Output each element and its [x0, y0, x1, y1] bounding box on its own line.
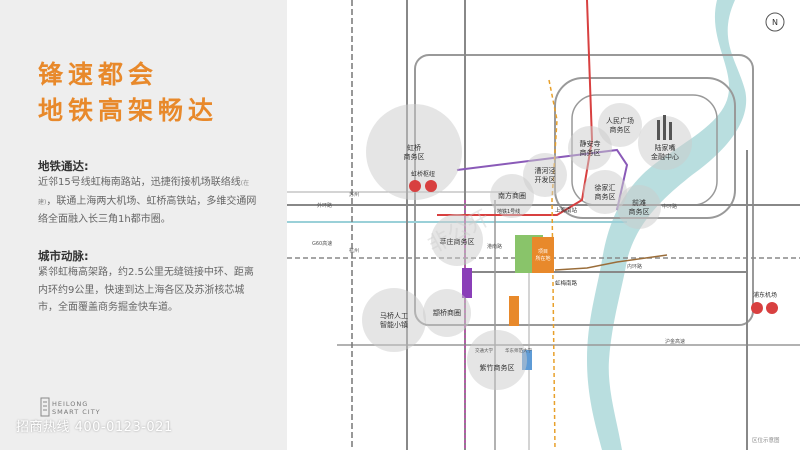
left-panel: 锋速都会 地铁高架畅达 地铁通达: 近邻15号线虹梅南路站，迅捷衔接机场联络线(…: [0, 0, 287, 450]
district-zhuanqiao: 颛桥商圈: [423, 289, 471, 337]
district-qiantan-label: 前滩商务区: [629, 198, 650, 216]
gangang-label: 港南路: [487, 243, 502, 250]
district-renmin: 人民广场商务区: [598, 103, 642, 147]
city-text: 紧邻虹梅高架路，约2.5公里无缝链接中环、距离内环约9公里，快速到达上海各区及苏…: [38, 267, 254, 314]
middle-ring-label: 中环路: [662, 203, 677, 210]
district-nanfang-label: 南方商圈: [498, 191, 526, 200]
district-xinzhuang: 莘庄商务区: [431, 214, 483, 266]
suzhou-dir-label: 苏州: [349, 191, 359, 198]
headline-line1: 锋速都会: [38, 60, 159, 89]
district-jingan-label: 静安寺商务区: [580, 139, 601, 157]
g60-label: G60高速: [312, 240, 332, 247]
district-hongqiao-label: 虹桥商务区: [404, 143, 425, 161]
district-nanfang: 南方商圈: [490, 174, 534, 218]
metro-line1-label: 地铁1号线: [497, 208, 520, 215]
map-canvas: 虹桥商务区 南方商圈 漕河泾开发区 静安寺商务区 人民广场商务区 陆家嘴金融中心…: [287, 0, 800, 451]
map-footnote: 区位示意图: [752, 436, 780, 444]
district-qiantan: 前滩商务区: [617, 185, 661, 229]
project-label: 项目所在地: [535, 249, 550, 262]
district-jingan: 静安寺商务区: [568, 126, 612, 170]
project-location: 项目所在地: [515, 235, 554, 273]
district-caohejing: 漕河泾开发区: [523, 153, 567, 197]
logo-mark-icon: HEILONG SMART CITY: [40, 397, 101, 417]
district-xujiahui-label: 徐家汇商务区: [595, 183, 616, 201]
district-xujiahui: 徐家汇商务区: [583, 170, 627, 214]
district-maqiao: 马桥人工智能小镇: [362, 288, 426, 352]
district-xinzhuang-label: 莘庄商务区: [440, 237, 475, 246]
district-maqiao-label: 马桥人工智能小镇: [380, 311, 408, 329]
shanghai-south-label: 上海南站: [555, 206, 578, 214]
inner-ring-label: 内环路: [627, 263, 642, 270]
district-caohejing-label: 漕河泾开发区: [535, 166, 556, 184]
location-map: 虹桥商务区 南方商圈 漕河泾开发区 静安寺商务区 人民广场商务区 陆家嘴金融中心…: [287, 0, 800, 451]
compass-icon: N: [765, 12, 785, 32]
brand-logo: HEILONG SMART CITY: [40, 396, 110, 418]
compass-label: N: [772, 18, 778, 27]
metro-line-15: [554, 254, 668, 271]
hongqiao-hub-label: 虹桥枢纽: [411, 170, 435, 178]
metro-title: 地铁通达:: [38, 159, 89, 173]
huangpu-river: [587, 0, 747, 450]
logo-line2: SMART CITY: [52, 408, 101, 416]
jiaotong-label: 交通大学: [475, 347, 493, 354]
hujin-label: 沪金高速: [665, 338, 685, 345]
city-title: 城市动脉:: [38, 249, 89, 263]
district-renmin-label: 人民广场商务区: [606, 116, 634, 134]
metro-text-b: ，联通上海两大机场、虹桥高铁站，多维交通网络全面融入长三角1h都市圈。: [38, 195, 257, 226]
headline-line2: 地铁高架畅达: [38, 96, 219, 125]
pudong-airport: 浦东机场: [751, 291, 778, 314]
pudong-airport-label: 浦东机场: [753, 291, 777, 299]
hotline: 招商热线 400-0123-021: [16, 420, 173, 435]
district-lujiazui: 陆家嘴金融中心: [638, 115, 692, 170]
district-zizhu-label: 紫竹商务区: [480, 363, 515, 372]
district-lujiazui-label: 陆家嘴金融中心: [651, 143, 679, 161]
huadong-label: 华东师范大学: [505, 347, 532, 354]
metro-text: 近邻15号线虹梅南路站，迅捷衔接机场联络线(在建)，联通上海两大机场、虹桥高铁站…: [38, 174, 260, 229]
metro-text-a: 近邻15号线虹梅南路站，迅捷衔接机场联络线: [38, 177, 241, 188]
district-hongqiao: 虹桥商务区: [366, 104, 462, 200]
logo-line1: HEILONG: [52, 400, 88, 408]
district-zizhu: 紫竹商务区: [467, 330, 527, 390]
district-zhuanqiao-label: 颛桥商圈: [433, 308, 461, 317]
hongqiao-hub: 虹桥枢纽: [409, 170, 437, 192]
hangzhou-dir-label: 杭州: [349, 247, 359, 254]
metro-note: (在建): [38, 180, 250, 206]
hongmeinanlu-label: 虹梅南路: [555, 279, 578, 287]
outer-ring-label: 外环路: [317, 202, 332, 209]
